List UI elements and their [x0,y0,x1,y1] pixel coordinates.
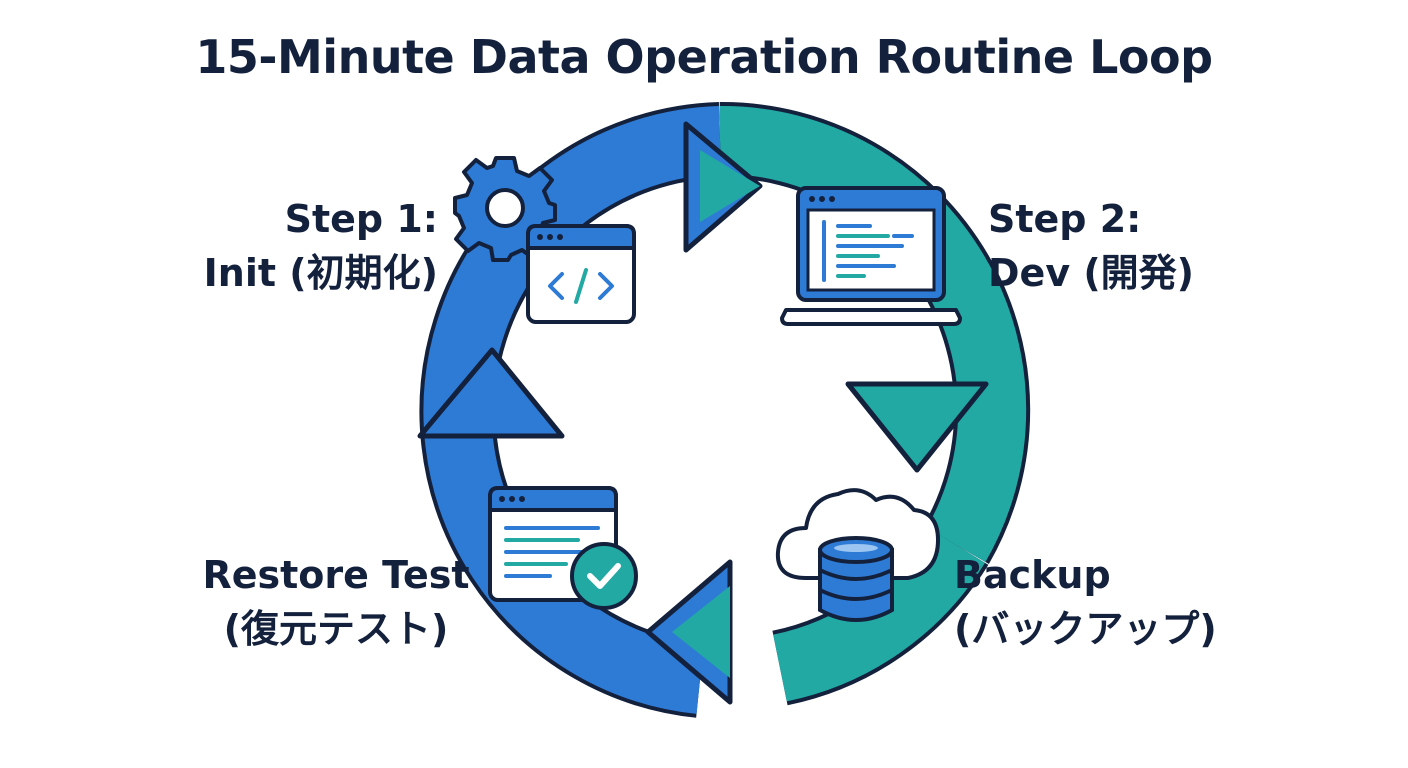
step-1-line1: Step 1: [284,197,438,241]
restore-label: Restore Test (復元テスト) [186,548,486,656]
step-2-label: Step 2: Dev (開発) [988,192,1248,300]
backup-line2: (バックアップ) [954,607,1217,651]
step-1-line2: Init (初期化) [203,251,438,295]
step-1-label: Step 1: Init (初期化) [176,192,438,300]
step-2-line2: Dev (開発) [988,251,1195,295]
arrow-right-down [845,381,989,473]
step-2-line1: Step 2: [988,197,1142,241]
backup-label: Backup (バックアップ) [954,548,1244,656]
arrow-bottom-left [645,559,733,705]
restore-line2: (復元テスト) [223,607,449,651]
arrow-left-up [417,347,565,439]
code-window-icon [526,224,636,324]
cloud-database-icon [775,488,940,622]
laptop-icon [780,186,962,326]
check-circle-icon [570,542,638,610]
backup-line1: Backup [954,553,1111,597]
arrow-top-right [683,121,763,253]
diagram-title: 15-Minute Data Operation Routine Loop [195,30,1213,84]
checked-window-icon [488,486,638,610]
restore-line1: Restore Test [202,553,470,597]
